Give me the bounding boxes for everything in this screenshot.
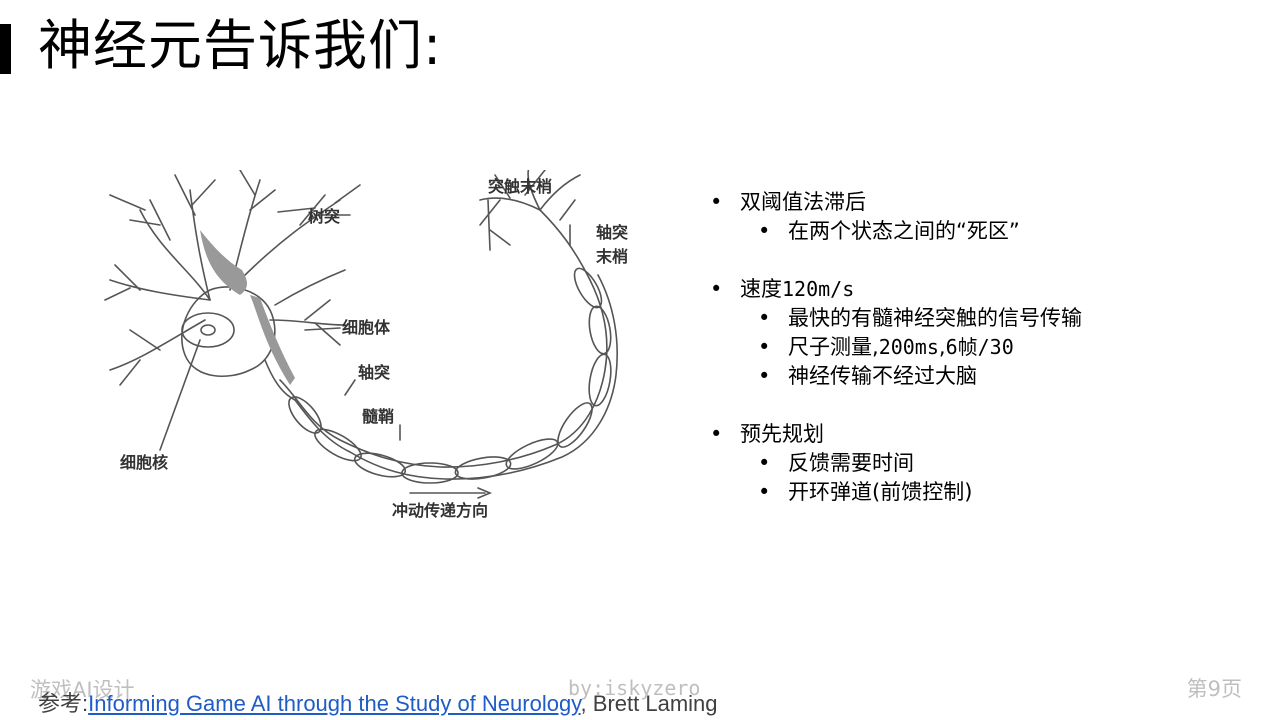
neuron-diagram: 突触末梢 树突 轴突 末梢 细胞体 轴突 髓鞘 细胞核 冲动传递方向: [100, 170, 660, 530]
footer-page-number: 第9页: [1186, 677, 1242, 701]
label-direction: 冲动传递方向: [392, 501, 488, 520]
sub-bullet-item: 尺子测量,200ms,6帧/30: [708, 333, 1268, 362]
bullet-item: 预先规划: [708, 420, 1268, 449]
bullet-item: 双阈值法滞后: [708, 188, 1268, 217]
label-axon: 轴突: [358, 363, 390, 382]
sub-bullet-item: 神经传输不经过大脑: [708, 362, 1268, 391]
label-cell-body: 细胞体: [342, 318, 391, 337]
label-nucleus: 细胞核: [120, 453, 168, 472]
bullet-text: 速度: [740, 277, 782, 301]
slide-title: 神经元告诉我们:: [38, 14, 443, 77]
footer-course-name: 游戏AI设计: [30, 678, 135, 702]
sub-bullet-item: 反馈需要时间: [708, 449, 1268, 478]
label-axon-terminal-1: 轴突: [596, 223, 628, 242]
label-myelin: 髓鞘: [362, 407, 394, 426]
sub-bullet-item: 开环弹道(前馈控制): [708, 478, 1268, 507]
reference-prefix: 参考:: [38, 691, 89, 716]
label-dendrite: 树突: [308, 207, 340, 226]
neuron-illustration: 突触末梢 树突 轴突 末梢 细胞体 轴突 髓鞘 细胞核 冲动传递方向: [104, 170, 628, 520]
sub-bullet-item: 在两个状态之间的“死区”: [708, 217, 1268, 246]
title-accent-bar: [0, 24, 11, 74]
footer-author: by:iskyzero: [568, 676, 701, 700]
bullet-item: 速度120m/s: [708, 275, 1268, 304]
label-synapse-terminal: 突触末梢: [488, 177, 552, 196]
sub-bullet-value: 6帧/30: [945, 335, 1014, 359]
reference-line: 参考:Informing Game AI through the Study o…: [38, 686, 718, 718]
sub-bullet-value: 200ms: [878, 335, 939, 359]
reference-author: , Brett Laming: [580, 691, 718, 716]
bullet-list: 双阈值法滞后 在两个状态之间的“死区” 速度120m/s 最快的有髓神经突触的信…: [708, 188, 1268, 507]
reference-link[interactable]: Informing Game AI through the Study of N…: [88, 691, 581, 716]
sub-bullet-item: 最快的有髓神经突触的信号传输: [708, 304, 1268, 333]
bullet-value: 120m/s: [782, 277, 855, 301]
sub-bullet-separator: ,: [938, 335, 946, 359]
label-axon-terminal-2: 末梢: [596, 247, 628, 266]
sub-bullet-text: 尺子测量,: [788, 335, 879, 359]
